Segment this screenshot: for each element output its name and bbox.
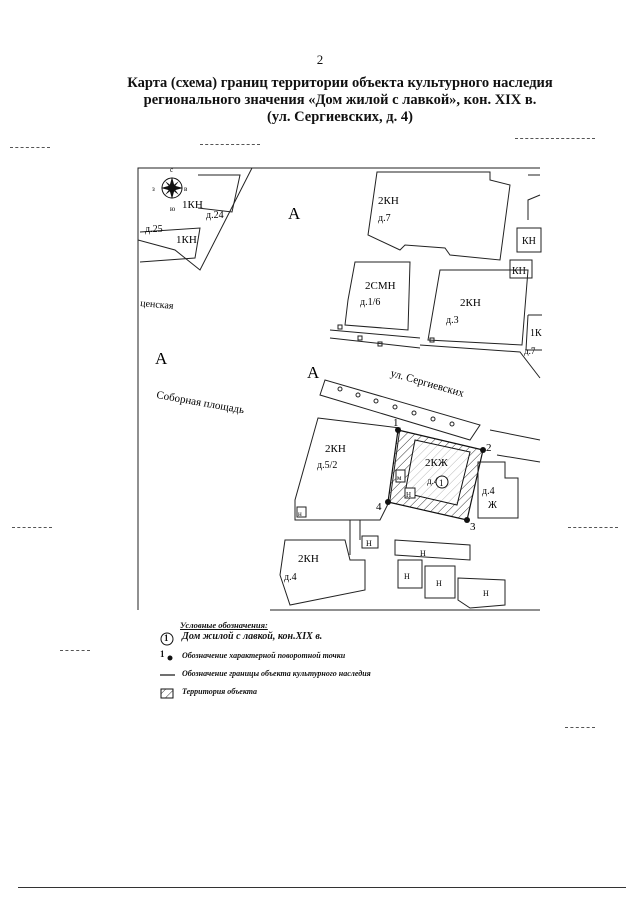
scan-noise xyxy=(565,727,595,729)
label-1kn-a: 1КН xyxy=(182,199,203,211)
title-line-2: регионального значения «Дом жилой с лавк… xyxy=(143,92,537,108)
label-small-m: м xyxy=(397,474,402,482)
building-outline xyxy=(527,174,541,220)
label-d24: д.24 xyxy=(206,210,224,221)
scan-noise xyxy=(200,144,260,146)
zone-label-a-mid: А xyxy=(307,363,320,382)
scan-noise xyxy=(568,527,618,529)
building-outline xyxy=(139,227,201,263)
zone-label-a-top: А xyxy=(288,204,301,223)
label-d4-obj: д.4 xyxy=(427,476,439,486)
legend: Условные обозначения: 1 Дом жилой с лавк… xyxy=(160,620,560,702)
legend-point-num: 1 xyxy=(160,649,165,659)
scan-noise xyxy=(515,138,595,140)
page-bottom-rule xyxy=(18,887,626,888)
title-line-1: Карта (схема) границ территории объекта … xyxy=(127,75,553,91)
scan-noise xyxy=(10,147,50,149)
building-outline xyxy=(367,171,511,261)
legend-object-num: 1 xyxy=(164,633,169,643)
building-outline xyxy=(344,261,411,331)
label-2kn-d7: 2КН xyxy=(378,195,399,207)
label-2kn-d4: 2КН xyxy=(298,553,319,565)
legend-point-label: Обозначение характерной поворотной точки xyxy=(182,651,346,660)
label-d4-zh: д.4 xyxy=(482,486,495,497)
legend-row-point: 1 Обозначение характерной поворотной точ… xyxy=(160,648,560,666)
label-zh: Ж xyxy=(488,500,497,511)
street-edge xyxy=(329,329,421,349)
building-outline xyxy=(279,539,366,606)
label-n-a: Н xyxy=(366,539,372,548)
legend-row-territory: Территория объекта xyxy=(160,684,560,702)
point-3: 3 xyxy=(470,521,476,533)
street-sergievskih: ул. Сергиевских xyxy=(389,367,466,400)
building-outline xyxy=(137,167,253,271)
page-number: 2 xyxy=(316,52,324,67)
label-small-n: н xyxy=(298,510,302,518)
square-name: Соборная площадь xyxy=(155,389,245,416)
label-d7: д.7 xyxy=(378,213,391,224)
label-2kn-d3: 2КН xyxy=(460,297,481,309)
street-strip xyxy=(319,379,481,441)
numbered-circle-icon xyxy=(160,632,174,646)
legend-boundary-label: Обозначение границы объекта культурного … xyxy=(182,669,371,678)
building-outline xyxy=(509,259,533,279)
compass-s: ю xyxy=(170,205,175,213)
turning-point-icon xyxy=(167,655,173,661)
legend-row-boundary: Обозначение границы объекта культурного … xyxy=(160,666,560,684)
object-number: 1 xyxy=(439,478,444,488)
building-outline xyxy=(294,417,401,521)
label-n-e: Н xyxy=(483,589,489,598)
label-1kn-b: 1КН xyxy=(176,234,197,246)
compass-w: з xyxy=(152,185,155,193)
label-kn-a: КН xyxy=(522,236,536,247)
building-outline xyxy=(197,174,241,213)
compass-e: в xyxy=(184,185,188,193)
label-d4-bottom: д.4 xyxy=(284,572,297,583)
label-n-b: Н xyxy=(420,549,426,558)
legend-row-object: 1 Дом жилой с лавкой, кон.XIX в. xyxy=(160,630,560,648)
zone-label-a-left: А xyxy=(155,349,168,368)
legend-object-label: Дом жилой с лавкой, кон.XIX в. xyxy=(182,631,323,642)
scan-noise xyxy=(12,527,52,529)
label-d16: д.1/6 xyxy=(360,297,380,308)
building-outline xyxy=(516,227,542,253)
legend-territory-label: Территория объекта xyxy=(182,687,258,696)
turning-point-marker xyxy=(385,427,486,523)
street-edge xyxy=(419,344,541,379)
label-d25: д.25 xyxy=(145,224,163,235)
point-1: 1 xyxy=(393,417,399,429)
point-2: 2 xyxy=(486,442,492,454)
label-n-d: Н xyxy=(436,579,442,588)
point-4: 4 xyxy=(376,501,382,513)
building-outline xyxy=(525,314,542,351)
label-d3: д.3 xyxy=(446,315,459,326)
compass-rose-icon xyxy=(161,177,183,199)
boundary-line-icon xyxy=(160,674,175,676)
label-d52: д.5/2 xyxy=(317,460,337,471)
label-1k: 1К xyxy=(530,328,542,339)
label-2kzh: 2КЖ xyxy=(425,457,448,469)
label-2kn-d52: 2КН xyxy=(325,443,346,455)
page-title: Карта (схема) границ территории объекта … xyxy=(110,75,570,126)
title-line-3: (ул. Сергиевских, д. 4) xyxy=(267,109,413,125)
compass-n: с xyxy=(170,166,173,174)
street-tsenskaya: ценская xyxy=(140,298,175,312)
building-outline xyxy=(477,461,519,519)
label-2smn: 2СМН xyxy=(365,280,396,292)
hatched-territory-icon xyxy=(160,688,174,699)
building-outline xyxy=(427,269,529,346)
label-small-n2: Н xyxy=(406,491,411,499)
legend-title: Условные обозначения: xyxy=(180,620,268,630)
label-kn-b: КН xyxy=(512,266,526,277)
label-n-c: Н xyxy=(404,572,410,581)
scan-noise xyxy=(60,650,90,652)
label-d7-right: д.7 xyxy=(524,346,536,356)
